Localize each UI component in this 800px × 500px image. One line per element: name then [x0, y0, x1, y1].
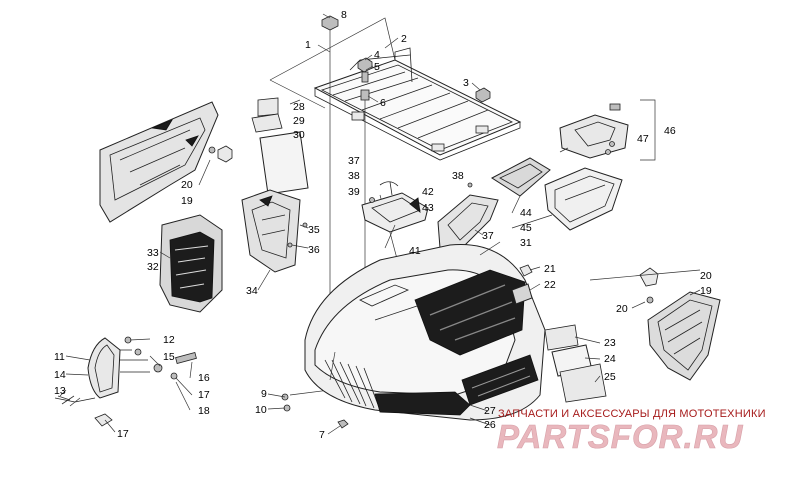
callout-37-a: 37: [348, 155, 360, 167]
callout-32: 32: [147, 261, 159, 273]
callout-35: 35: [308, 224, 320, 236]
callout-26: 26: [484, 419, 496, 431]
callout-12: 12: [163, 334, 175, 346]
rack-hardware: [321, 15, 491, 103]
side-panel-33: [159, 214, 223, 313]
callout-30: 31: [520, 237, 532, 249]
callout-29: 30: [293, 129, 305, 141]
inner-panel-34: [241, 189, 308, 273]
callout-4: 4: [374, 49, 380, 61]
callout-39: 39: [348, 186, 360, 198]
callout-labels: 8 1 2 4 5 6 3 46 47 28 29 30 20 19 37 38…: [54, 9, 712, 441]
callout-15: 15: [163, 351, 175, 363]
watermark-logo: PARTSFOR.RU: [497, 418, 744, 456]
callout-17-a: 17: [198, 389, 210, 401]
callout-42: 43: [422, 202, 434, 214]
callout-28: 29: [293, 115, 305, 127]
callout-8: 8: [341, 9, 347, 21]
callout-20-right: 20: [616, 303, 628, 315]
clip-21-22: [511, 264, 533, 305]
callout-13: 13: [54, 385, 66, 397]
callout-10: 10: [255, 404, 267, 416]
cap-cover-47: [559, 103, 629, 159]
callout-41: 42: [422, 186, 434, 198]
callout-22: 22: [544, 279, 556, 291]
callout-33: 33: [147, 247, 159, 259]
callout-9: 9: [261, 388, 267, 400]
leader-lines: [59, 13, 701, 435]
callout-46: 47: [637, 133, 649, 145]
front-fender-right: [639, 267, 721, 381]
callout-44: 45: [520, 222, 532, 234]
callout-43: 44: [520, 207, 532, 219]
rear-rack: [269, 17, 522, 161]
callout-16: 16: [198, 372, 210, 384]
callout-2: 2: [401, 33, 407, 45]
callout-19-right: 19: [700, 285, 712, 297]
watermark-caption: ЗАПЧАСТИ И АКСЕССУАРЫ ДЛЯ МОТОТЕХНИКИ: [498, 408, 766, 420]
callout-5: 5: [374, 61, 380, 73]
callout-11: 11: [54, 351, 65, 363]
callout-20-right-top: 20: [700, 270, 712, 282]
callout-37-b: 37: [482, 230, 494, 242]
decal-27-29: [251, 97, 309, 195]
decals-23-25: [544, 324, 607, 403]
callout-14: 14: [54, 369, 66, 381]
callout-34: 34: [246, 285, 258, 297]
callout-23: 23: [604, 337, 616, 349]
front-fender-body: [304, 243, 546, 421]
callout-45: 46: [664, 125, 676, 137]
callout-3: 3: [463, 77, 469, 89]
callout-40: 41: [409, 245, 421, 257]
callout-24: 24: [604, 353, 616, 365]
storage-lid-43: [491, 157, 551, 197]
callout-19-left: 19: [181, 195, 193, 207]
callout-38-a: 38: [348, 170, 360, 182]
callout-38-b: 38: [452, 170, 464, 182]
callout-7: 7: [319, 429, 325, 441]
callout-25: 25: [604, 371, 616, 383]
console-bracket: [361, 181, 429, 233]
callout-36: 36: [308, 244, 320, 256]
callout-6: 6: [380, 97, 386, 109]
front-fender-extension-left: [99, 101, 233, 223]
callout-20-left: 20: [181, 179, 193, 191]
headlight-assembly: [54, 336, 197, 433]
callout-27: 28: [293, 101, 305, 113]
storage-bin-44: [544, 167, 623, 231]
callout-18: 18: [198, 405, 210, 417]
callout-31: 27: [484, 405, 496, 417]
callout-1: 1: [305, 39, 311, 51]
callout-17-b: 17: [117, 428, 129, 440]
callout-21: 21: [544, 263, 556, 275]
